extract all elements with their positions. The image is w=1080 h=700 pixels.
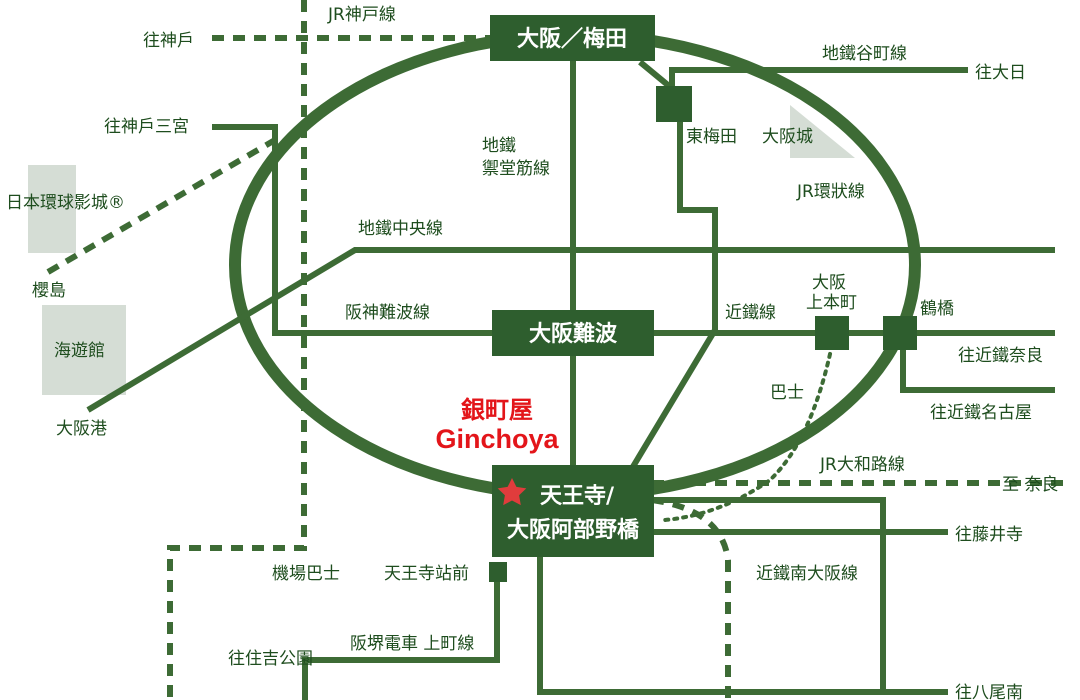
osaka-port-label: 大阪港 (56, 419, 107, 439)
to-nara-label: 至 奈良 (1002, 475, 1058, 495)
bus-label: 巴士 (770, 383, 804, 403)
osaka-castle-area (790, 105, 855, 158)
red-star-icon (497, 478, 527, 506)
kintetsu-minami-osaka-line (537, 545, 948, 695)
to-kintetsu-nagoya-label: 往近鐵名古屋 (930, 403, 1032, 423)
usj-area (28, 165, 76, 253)
to-kobe-sannomiya-label: 往神戶三宮 (104, 117, 189, 137)
namba-hub[interactable] (492, 310, 654, 356)
usj-label: 日本環球影城® (6, 193, 125, 213)
kintetsu-minami-osaka-line-label: 近鐵南大阪線 (756, 564, 858, 584)
to-kintetsu-nara-label: 往近鐵奈良 (958, 346, 1043, 366)
hanshin-namba-line (212, 124, 1055, 336)
tanimachi-line-label: 地鐵谷町線 (822, 44, 907, 64)
to-kobe-label: 往神戶 (143, 31, 194, 51)
to-daito-label: 往大日 (975, 63, 1026, 83)
kintetsu-nara-branch (900, 333, 1055, 393)
jr-loop-line-label: JR環狀線 (796, 182, 865, 202)
shop-name-en: Ginchoya (435, 424, 559, 454)
usj-line (46, 137, 277, 275)
tennoji-ekimae-station[interactable] (489, 562, 507, 582)
to-yao-label: 往八尾南 (955, 683, 1023, 700)
solid-lines (86, 40, 1055, 700)
tennoji-label-2: 大阪阿部野橋 (507, 517, 640, 543)
kaiyukan-label: 海遊館 (54, 341, 105, 361)
jr-kobe-line-label: JR神戸線 (327, 5, 396, 25)
tanimachi-line (625, 59, 718, 477)
uehommachi-label-1: 大阪 (812, 273, 846, 293)
shop-name-jp: 銀町屋 (461, 396, 533, 424)
midosuji-line-label-2: 禦堂筋線 (482, 159, 550, 179)
hanshin-namba-line-label: 阪神難波線 (345, 303, 430, 323)
hankai-line (302, 572, 500, 700)
higashi-umeda-label: 東梅田 (686, 127, 737, 147)
tanimachi-branch (669, 67, 968, 95)
airport-bus-label: 機場巴士 (272, 564, 340, 584)
kaiyukan-area (42, 305, 126, 395)
to-fujiidera-label: 往藤井寺 (955, 525, 1023, 545)
umeda-label: 大阪／梅田 (517, 26, 627, 52)
tennoji-ekimae-label: 天王寺站前 (384, 564, 469, 584)
kintetsu-minami-osaka-loop (652, 497, 886, 692)
jr-yamatoji-line-label: JR大和路線 (819, 455, 905, 475)
uehommachi-label-2: 上本町 (806, 293, 857, 313)
tsuruhashi-station[interactable] (883, 316, 917, 350)
kintetsu-line-label: 近鐵線 (725, 303, 776, 323)
to-sumiyoshi-park-label: 往住吉公園 (228, 649, 313, 669)
airport-bus-route (167, 0, 307, 700)
osaka-castle-label: 大阪城 (762, 127, 813, 147)
dashed-lines (46, 0, 1070, 700)
uehommachi-station[interactable] (815, 316, 849, 350)
sakurajima-label: 櫻島 (32, 280, 66, 301)
umeda-hub[interactable] (490, 15, 655, 61)
midosuji-line-label-1: 地鐵 (482, 136, 516, 156)
tennoji-hub[interactable] (492, 465, 654, 557)
hankai-line-label: 阪堺電車 上町線 (350, 634, 474, 654)
tsuruhashi-label: 鶴橋 (920, 299, 954, 319)
chuo-line (86, 247, 1055, 413)
namba-label: 大阪難波 (529, 321, 618, 347)
tennoji-label-1: 天王寺/ (540, 484, 615, 509)
bus-route (663, 343, 834, 522)
higashi-umeda-station[interactable] (656, 86, 692, 122)
chuo-line-label: 地鐵中央線 (358, 219, 443, 239)
